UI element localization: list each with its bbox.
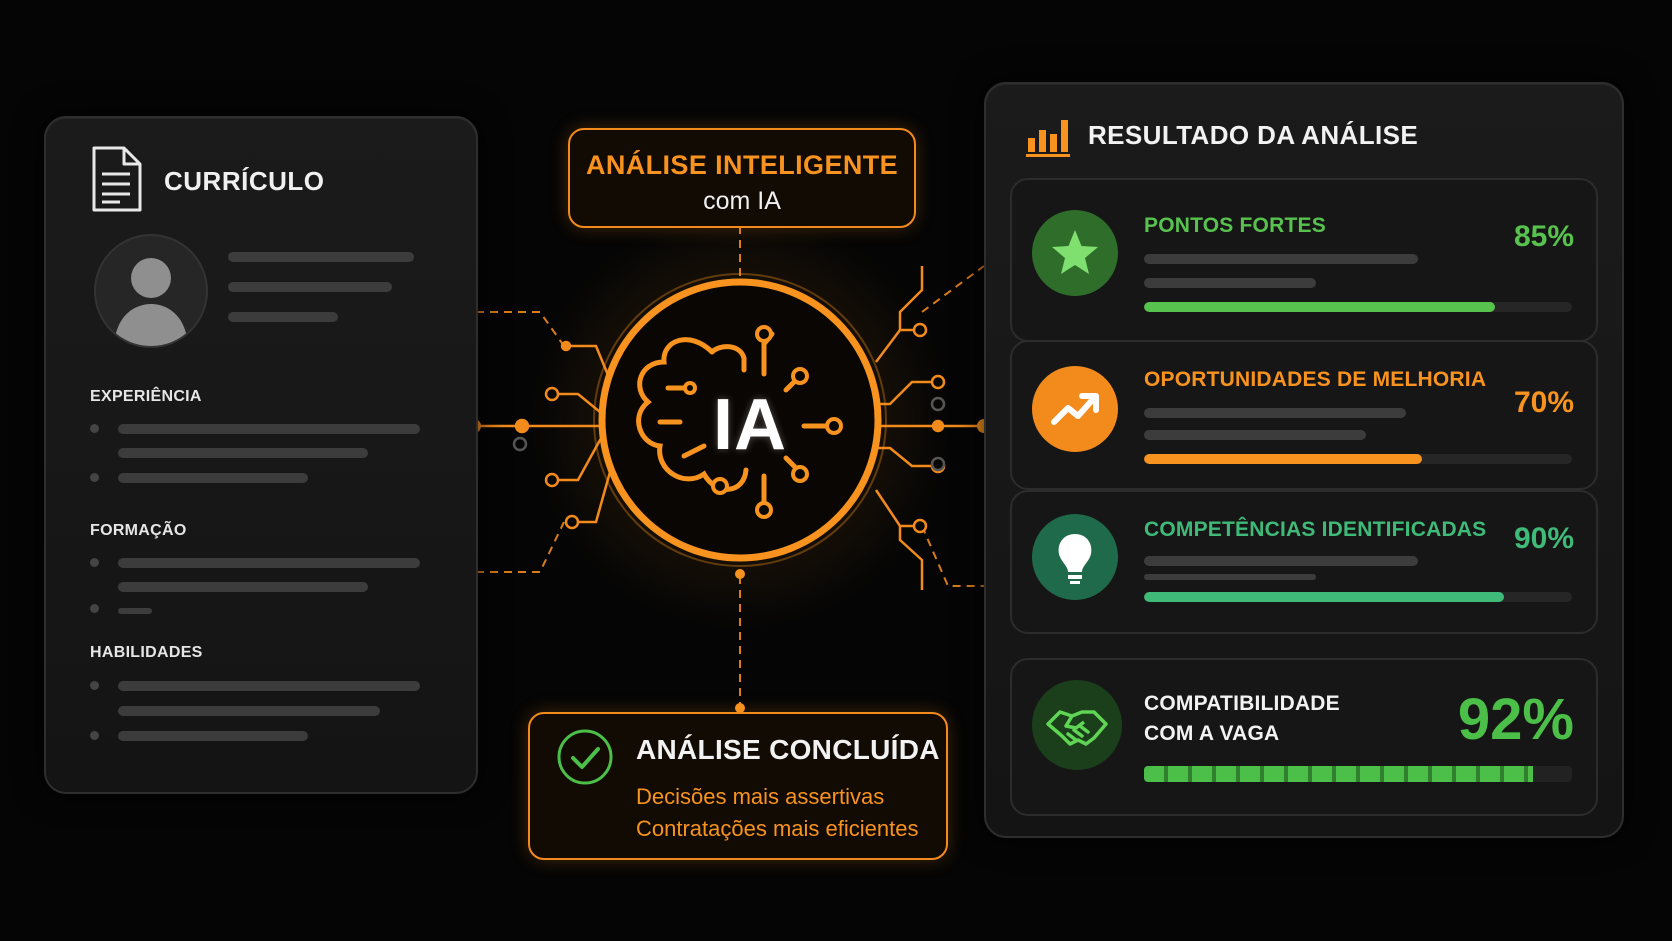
card-percent: 92% [1457,687,1574,752]
analysis-complete-title: ANÁLISE CONCLUÍDA [636,734,940,765]
bullet [90,558,99,567]
progress-fill [1144,302,1495,312]
text-line-placeholder [118,582,368,592]
text-line-placeholder [118,448,368,458]
analysis-complete-box: ANÁLISE CONCLUÍDA Decisões mais assertiv… [528,712,948,860]
text-line-placeholder [1144,430,1366,440]
result-card-job-fit: COMPATIBILIDADE COM A VAGA 92% [1010,658,1598,816]
strengths-icon-badge [1032,210,1118,296]
section-education-label: FORMAÇÃO [90,522,187,539]
text-line-placeholder [118,731,308,741]
section-skills-label: HABILIDADES [90,644,203,661]
segmented-progress-track [1144,766,1572,782]
user-icon [114,258,188,346]
text-line-placeholder [118,681,420,691]
result-card-improvement: OPORTUNIDADES DE MELHORIA 70% [1010,340,1598,490]
text-line-placeholder [118,608,152,614]
card-title: PONTOS FORTES [1144,214,1326,237]
bullet [90,731,99,740]
name-placeholder [228,252,414,262]
text-line-placeholder [1144,556,1418,566]
job-fit-icon-badge [1032,680,1122,770]
bullet [90,424,99,433]
text-line-placeholder [118,558,420,568]
text-line-placeholder [1144,254,1418,264]
benefit-line: Decisões mais assertivas [636,784,885,809]
text-line-placeholder [1144,408,1406,418]
card-title-line-2: COM A VAGA [1144,722,1280,745]
contact-placeholder [228,312,338,322]
segmented-progress-fill [1144,766,1534,782]
text-line-placeholder [1144,574,1316,580]
bullet [90,604,99,613]
benefit-line: Contratações mais eficientes [636,816,919,841]
result-card-strengths: PONTOS FORTES 85% [1010,178,1598,342]
progress-fill [1144,454,1423,464]
text-line-placeholder [118,473,308,483]
bar-chart-icon [1026,120,1070,157]
text-line-placeholder [118,424,420,434]
improvement-icon-badge [1032,366,1118,452]
ai-analysis-title: ANÁLISE INTELIGENTE [585,150,899,180]
star-icon [1052,230,1098,274]
bullet [90,681,99,690]
avatar [94,234,208,348]
ai-analysis-header-box: ANÁLISE INTELIGENTE com IA [568,128,916,228]
document-icon [92,146,142,212]
card-percent: 85% [1513,220,1574,253]
check-circle-icon [557,729,613,785]
resume-panel: CURRÍCULO EXPERIÊNCIA FORMAÇÃO HABILIDAD… [44,116,478,794]
result-card-competencies: COMPETÊNCIAS IDENTIFICADAS 90% [1010,490,1598,634]
progress-fill [1144,592,1504,602]
lightbulb-icon [1058,534,1092,584]
text-line-placeholder [1144,278,1316,288]
ai-analysis-subtitle: com IA [703,187,781,215]
section-experience-label: EXPERIÊNCIA [90,388,202,405]
competencies-icon-badge [1032,514,1118,600]
results-panel: RESULTADO DA ANÁLISE PONTOS FORTES 85% O… [984,82,1624,838]
progress-track [1144,454,1572,464]
card-title: OPORTUNIDADES DE MELHORIA [1144,368,1487,391]
trending-up-icon [1051,393,1099,425]
ia-core-label: IA [713,385,787,465]
card-title-line-1: COMPATIBILIDADE [1144,692,1340,715]
card-percent: 70% [1513,386,1574,419]
progress-track [1144,592,1572,602]
progress-track [1144,302,1572,312]
handshake-icon [1046,710,1108,746]
role-placeholder [228,282,392,292]
bullet [90,473,99,482]
resume-title: CURRÍCULO [164,166,325,196]
card-title: COMPETÊNCIAS IDENTIFICADAS [1144,518,1487,541]
card-percent: 90% [1513,522,1574,555]
text-line-placeholder [118,706,380,716]
results-title: RESULTADO DA ANÁLISE [1088,120,1419,150]
